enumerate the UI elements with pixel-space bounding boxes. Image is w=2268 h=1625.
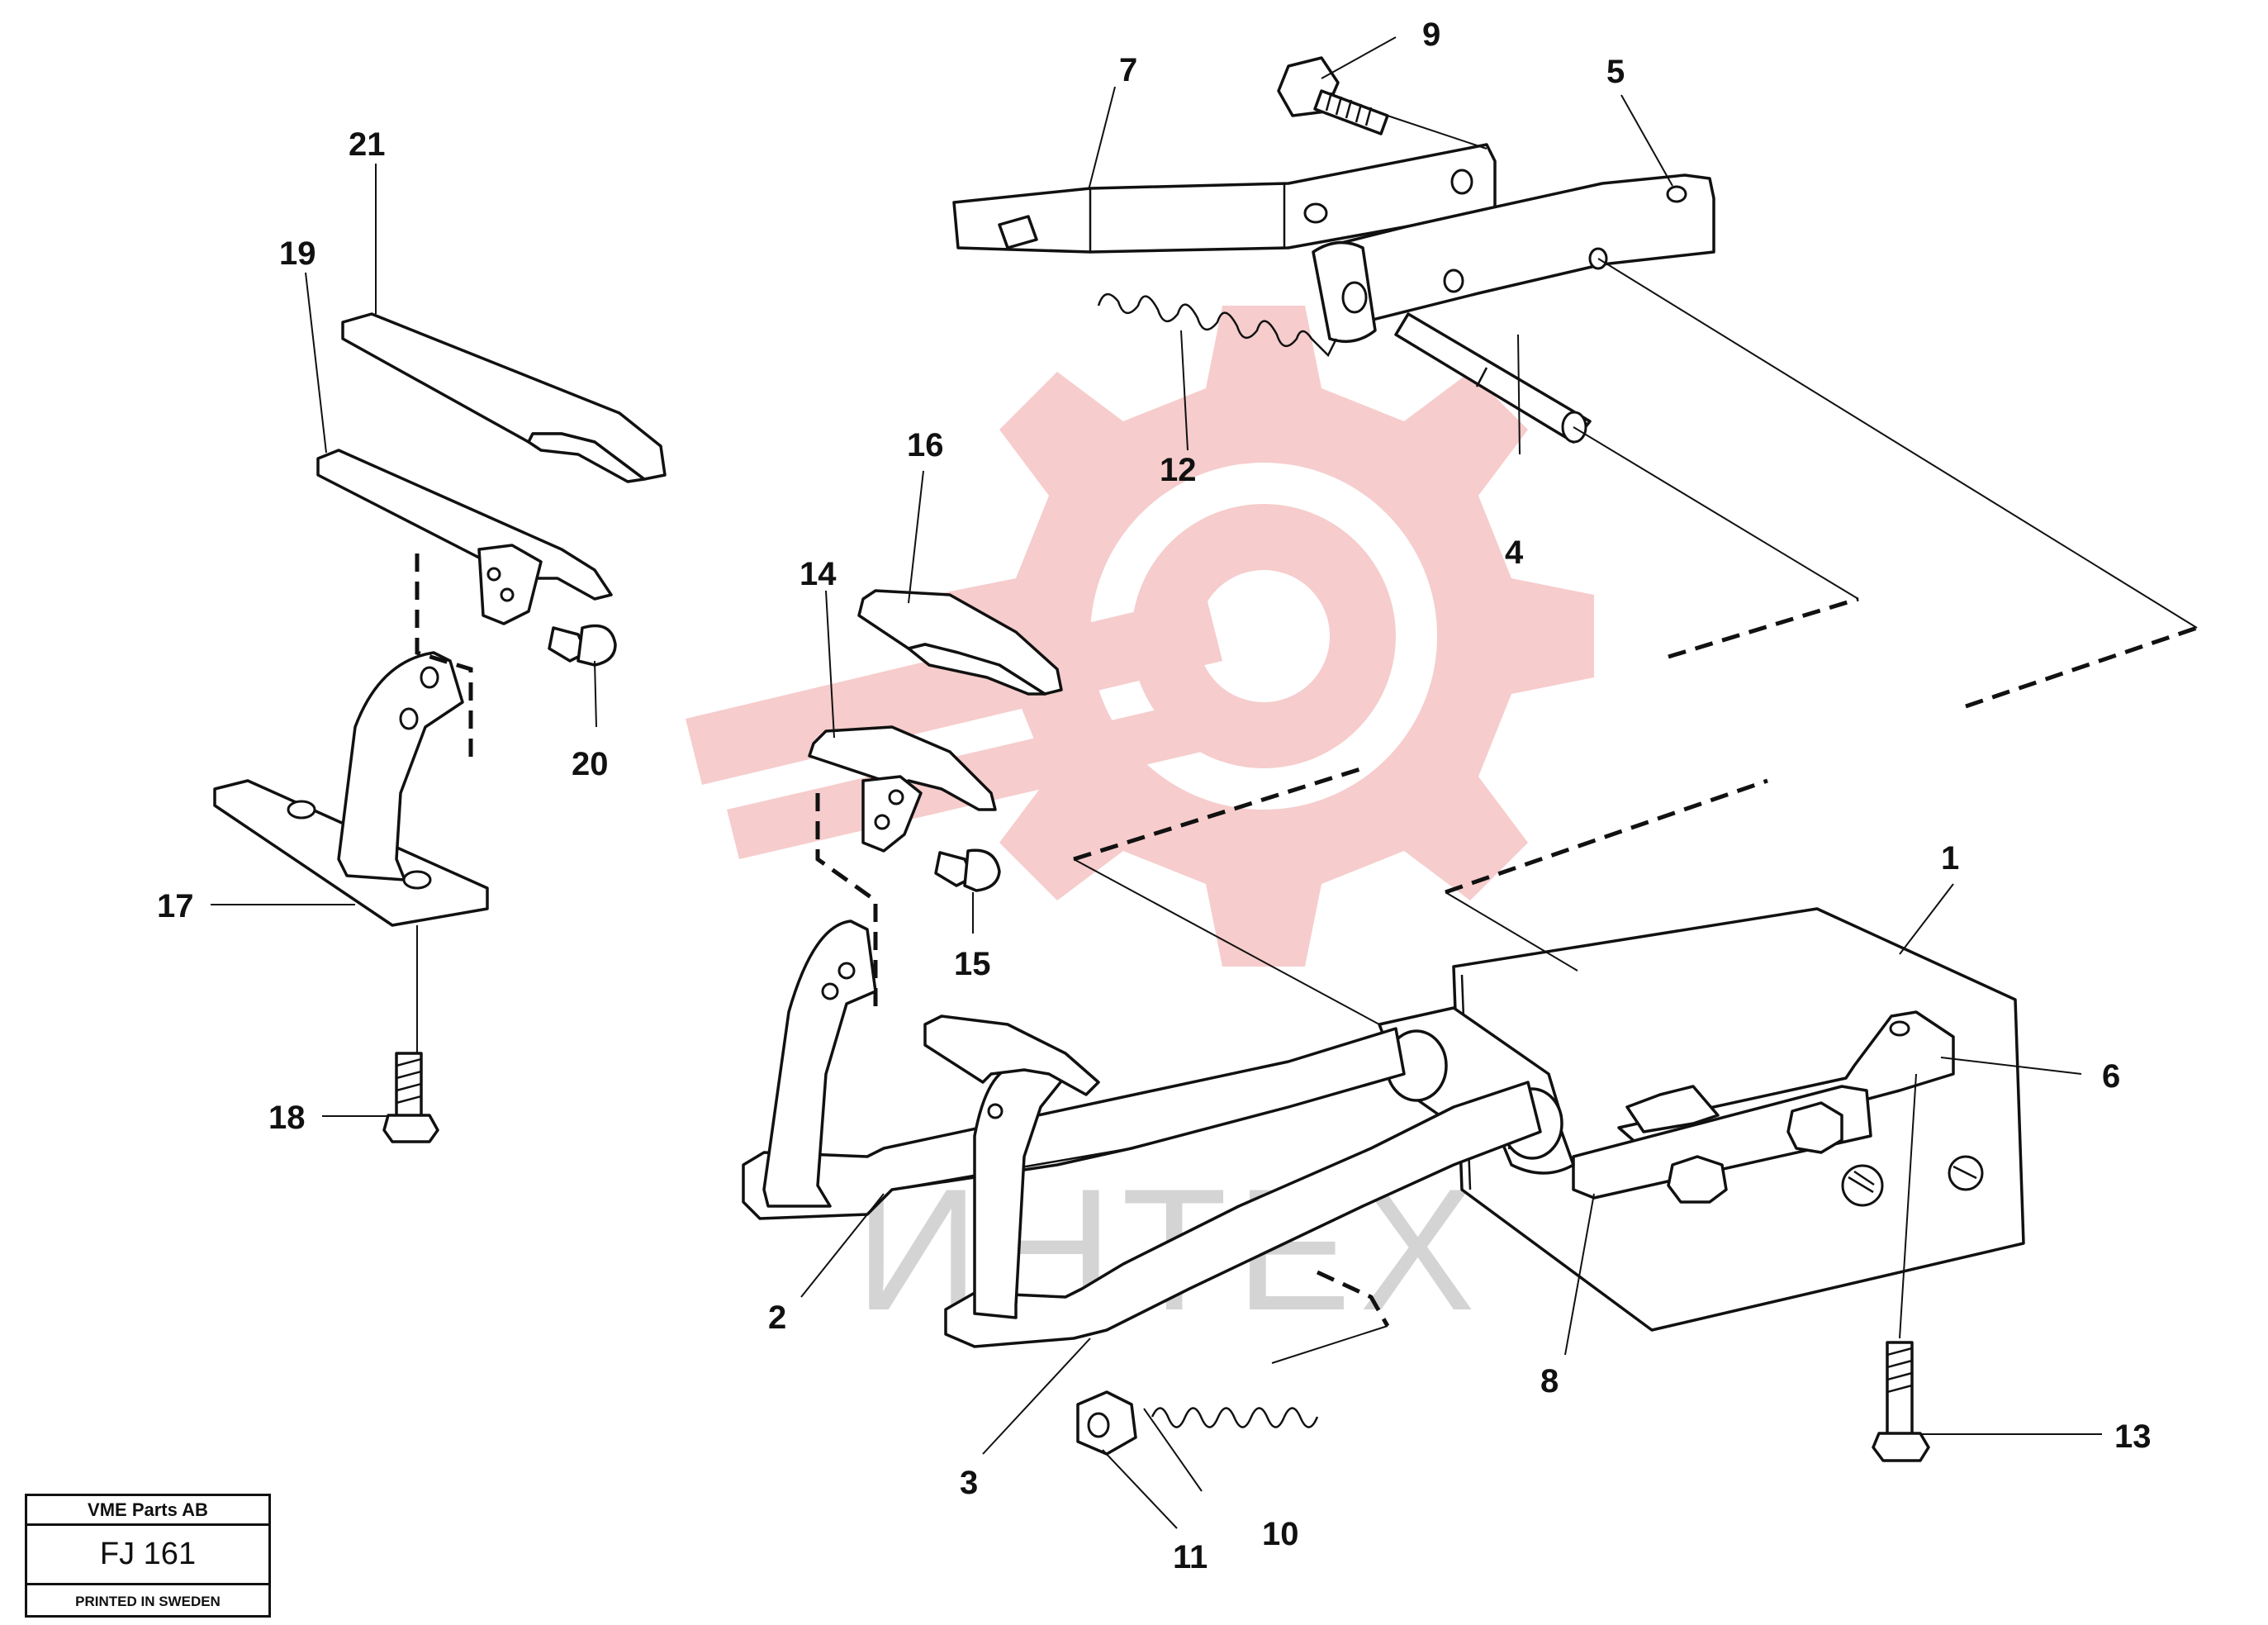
callout-16: 16 bbox=[907, 427, 944, 463]
callout-7: 7 bbox=[1119, 52, 1137, 88]
callout-14: 14 bbox=[799, 556, 837, 592]
callout-21: 21 bbox=[349, 126, 386, 163]
pad-16 bbox=[857, 589, 1063, 696]
bracket-17 bbox=[213, 651, 489, 927]
lever-5 bbox=[1312, 173, 1715, 344]
spring-12 bbox=[1097, 293, 1338, 358]
callout-12: 12 bbox=[1160, 452, 1197, 488]
callout-19: 19 bbox=[279, 235, 316, 272]
title-block-printed: PRINTED IN SWEDEN bbox=[75, 1593, 221, 1609]
callout-6: 6 bbox=[2102, 1058, 2120, 1095]
callout-5: 5 bbox=[1606, 54, 1625, 90]
title-block-code: FJ 161 bbox=[27, 1526, 268, 1585]
callout-20: 20 bbox=[572, 746, 609, 782]
pedal-frame-3 bbox=[944, 1081, 1542, 1348]
bolt-13 bbox=[1872, 1341, 1930, 1462]
callout-10: 10 bbox=[1262, 1516, 1299, 1552]
pedal-arm-right bbox=[923, 1014, 1100, 1319]
bolt-9 bbox=[1277, 56, 1389, 135]
spring-10 bbox=[1151, 1407, 1319, 1428]
screw-20 bbox=[548, 624, 617, 667]
pedal-arm-left bbox=[762, 919, 877, 1208]
pad-19 bbox=[316, 449, 613, 625]
pad-14 bbox=[808, 725, 997, 853]
link-arm-7 bbox=[952, 143, 1497, 254]
screw-15 bbox=[934, 848, 1001, 892]
screw-18 bbox=[382, 1052, 439, 1143]
callout-3: 3 bbox=[960, 1465, 978, 1501]
title-block-company: VME Parts AB bbox=[27, 1496, 268, 1526]
callout-18: 18 bbox=[268, 1100, 306, 1136]
callout-13: 13 bbox=[2114, 1418, 2152, 1455]
callout-9: 9 bbox=[1422, 17, 1440, 53]
callout-17: 17 bbox=[157, 888, 194, 924]
watermark-gear-icon bbox=[686, 306, 1594, 967]
callout-1: 1 bbox=[1941, 840, 1959, 877]
callout-11: 11 bbox=[1173, 1539, 1208, 1575]
callout-4: 4 bbox=[1505, 535, 1524, 571]
callout-8: 8 bbox=[1540, 1363, 1559, 1399]
nut-11 bbox=[1076, 1390, 1137, 1456]
callout-15: 15 bbox=[954, 946, 991, 982]
callout-2: 2 bbox=[768, 1300, 786, 1336]
title-block: VME Parts AB FJ 161 PRINTED IN SWEDEN bbox=[25, 1494, 271, 1618]
callout-leaders bbox=[211, 36, 2102, 1529]
pad-21 bbox=[341, 312, 667, 483]
